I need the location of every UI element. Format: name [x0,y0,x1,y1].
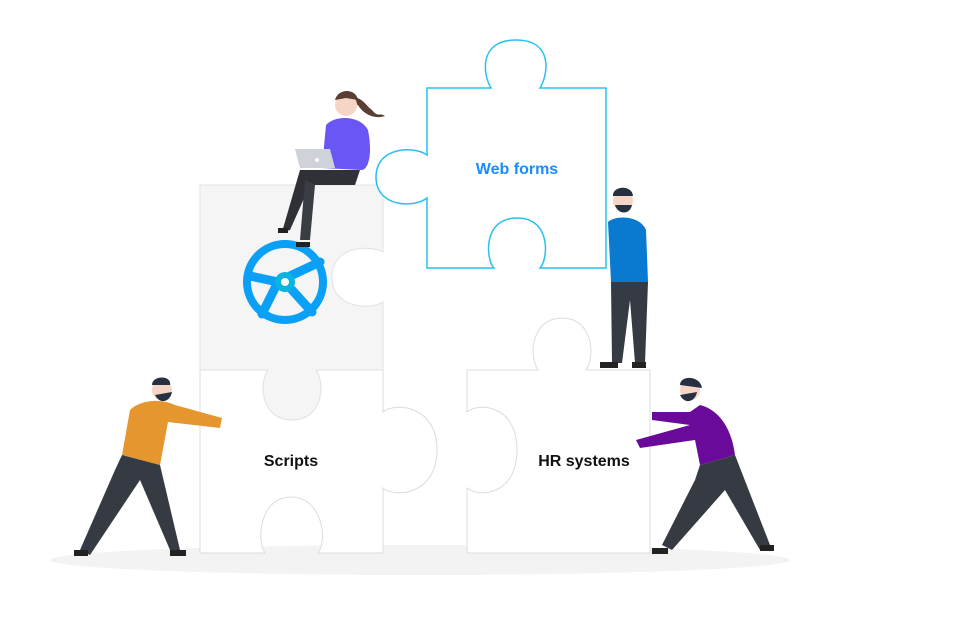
woman-with-laptop-figure [278,91,385,247]
puzzle-piece-web-forms [375,39,607,269]
man-blue-shirt-figure [600,187,648,368]
puzzle-piece-hr-systems [466,317,651,554]
web-forms-label: Web forms [475,161,559,178]
man-orange-shirt-figure [74,377,222,556]
puzzle-piece-gray [199,184,384,421]
ground-shadow [50,545,790,575]
hr-systems-label: HR systems [538,453,630,470]
man-purple-shirt-figure [636,377,774,554]
steering-wheel-logo-icon [243,240,327,324]
scripts-label: Scripts [263,453,319,470]
